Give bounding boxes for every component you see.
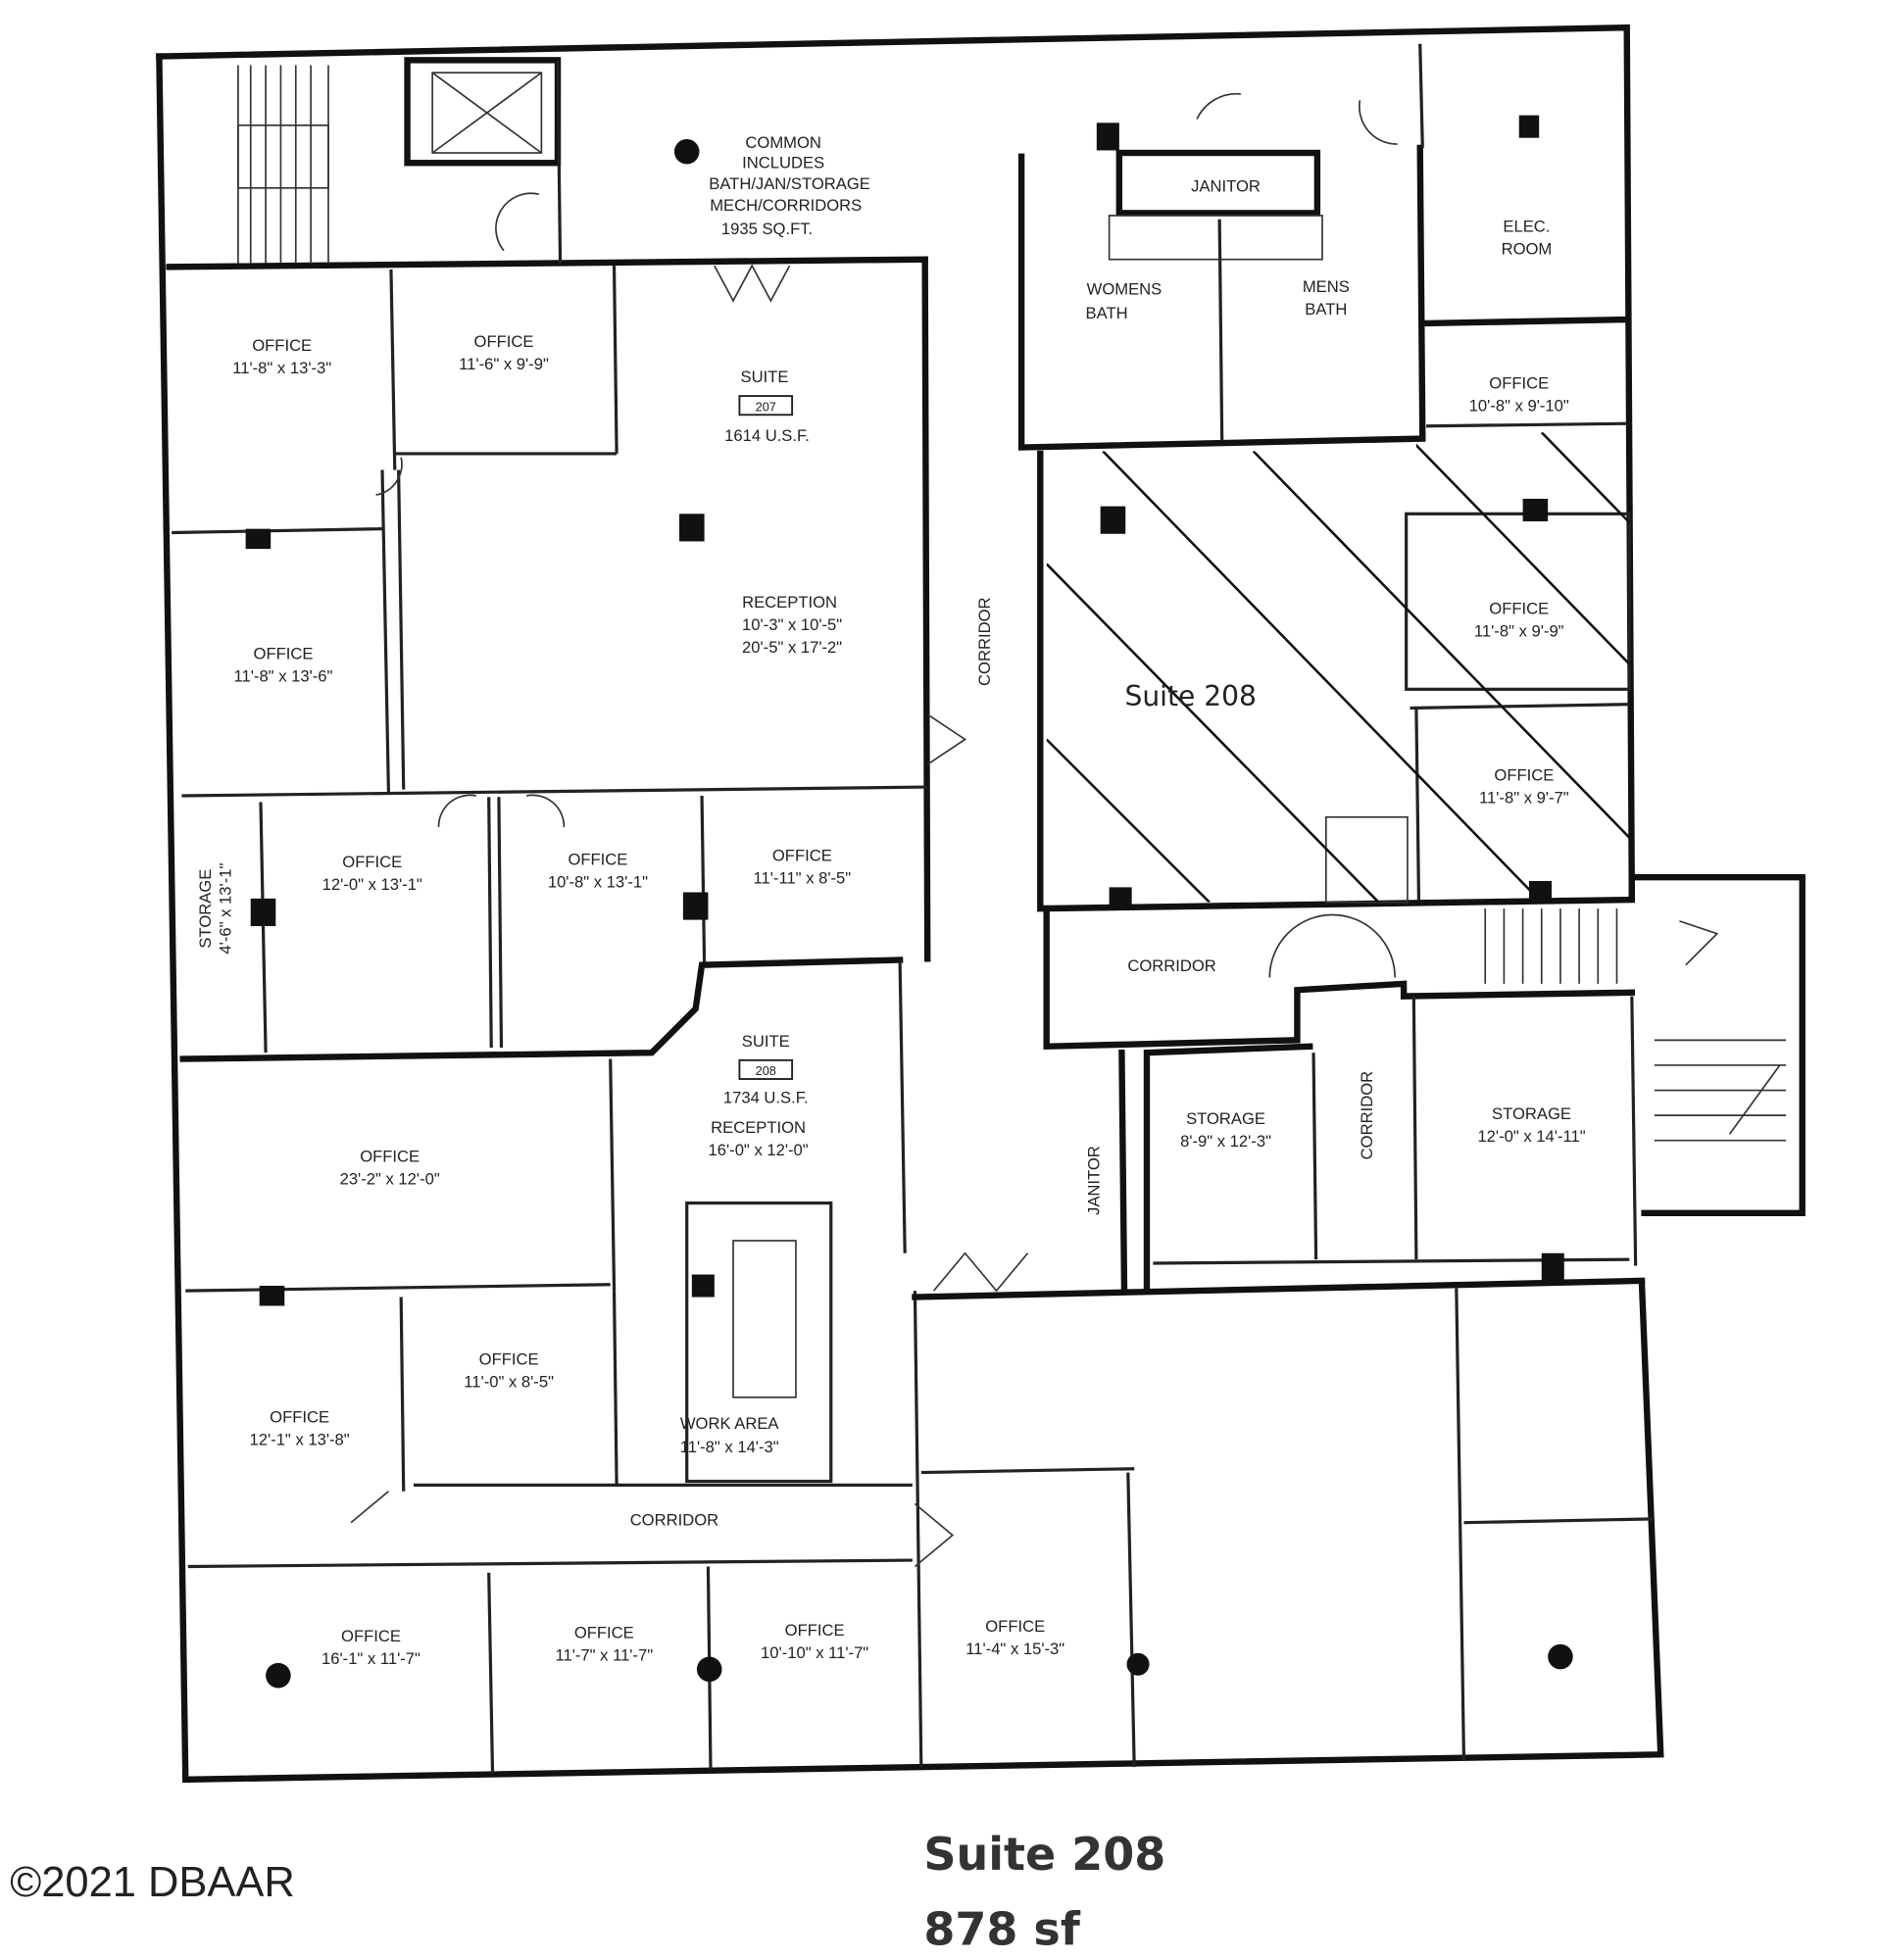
suite-208-number: 208	[756, 1063, 776, 1078]
corridor-label: CORRIDOR	[630, 1510, 718, 1529]
office-label: OFFICE	[342, 853, 402, 871]
copyright-text: ©2021 DBAAR	[10, 1859, 295, 1906]
common-label-4: MECH/CORRIDORS	[710, 196, 862, 215]
storage-dim: 8'-9" x 12'-3"	[1180, 1132, 1271, 1151]
office-dim: 11'-8" x 13'-3"	[232, 359, 331, 377]
janitor-label: JANITOR	[1084, 1146, 1103, 1215]
office-dim: 10'-8" x 13'-1"	[548, 872, 648, 891]
office-dim: 11'-0" x 8'-5"	[464, 1373, 554, 1392]
womens-bath-label: WOMENS	[1087, 280, 1163, 299]
office-dim: 11'-4" x 15'-3"	[965, 1640, 1064, 1658]
storage-dim: 12'-0" x 14'-11"	[1477, 1127, 1585, 1146]
office-label: OFFICE	[1489, 600, 1549, 618]
office-dim: 11'-8" x 13'-6"	[234, 667, 333, 686]
reception-dim: 10'-3" x 10'-5"	[742, 615, 842, 634]
room-labels: COMMON INCLUDES BATH/JAN/STORAGE MECH/CO…	[196, 133, 1586, 1668]
reception-label: RECEPTION	[711, 1118, 806, 1137]
elec-room-label: ROOM	[1502, 240, 1553, 259]
suite-208-label: SUITE	[742, 1032, 790, 1051]
office-label: OFFICE	[574, 1623, 634, 1642]
office-label: OFFICE	[474, 332, 534, 351]
office-dim: 23'-2" x 12'-0"	[340, 1169, 440, 1188]
caption-title: Suite 208	[923, 1828, 1165, 1881]
office-dim: 12'-1" x 13'-8"	[250, 1430, 350, 1448]
common-label-3: BATH/JAN/STORAGE	[709, 174, 870, 193]
office-dim: 10'-8" x 9'-10"	[1469, 396, 1569, 415]
reception-dim: 20'-5" x 17'-2"	[742, 638, 842, 657]
common-label-1: COMMON	[745, 133, 820, 152]
suite-208-hatching	[1046, 432, 1630, 903]
common-label-5: 1935 SQ.FT.	[721, 220, 813, 238]
office-dim: 11'-6" x 9'-9"	[459, 355, 549, 373]
work-area-label: WORK AREA	[680, 1414, 780, 1433]
common-area-label: COMMON INCLUDES BATH/JAN/STORAGE MECH/CO…	[709, 133, 870, 238]
office-dim: 11'-11" x 8'-5"	[754, 869, 852, 888]
office-label: OFFICE	[568, 850, 627, 868]
suite-208-overlay-label: Suite 208	[1125, 680, 1257, 712]
reception-dim: 16'-0" x 12'-0"	[709, 1141, 809, 1159]
caption-area: 878 sf	[923, 1903, 1080, 1956]
office-label: OFFICE	[772, 847, 832, 865]
office-dim: 10'-10" x 11'-7"	[761, 1643, 868, 1662]
office-label: OFFICE	[341, 1627, 401, 1645]
storage-label: STORAGE	[1492, 1104, 1571, 1123]
corridor-label: CORRIDOR	[975, 598, 994, 686]
elec-room-label: ELEC.	[1503, 218, 1550, 236]
suite-207-label: SUITE	[741, 368, 789, 386]
mens-bath-label: MENS	[1303, 277, 1350, 296]
office-dim: 11'-7" x 11'-7"	[555, 1645, 653, 1664]
stair-east	[1484, 908, 1787, 1142]
office-dim: 11'-8" x 9'-7"	[1479, 789, 1569, 808]
womens-bath-label: BATH	[1086, 304, 1128, 322]
stair-nw	[237, 65, 329, 264]
suite-207-number: 207	[756, 399, 776, 414]
interior-walls	[166, 43, 1787, 1774]
office-label: OFFICE	[785, 1621, 845, 1640]
janitor-label: JANITOR	[1191, 177, 1261, 196]
office-label: OFFICE	[1489, 373, 1549, 392]
storage-dim: 4'-6" x 13'-1"	[216, 863, 234, 955]
office-label: OFFICE	[479, 1350, 539, 1369]
office-dim: 11'-8" x 9'-9"	[1474, 622, 1564, 641]
storage-label: STORAGE	[196, 869, 215, 949]
columns	[245, 115, 1573, 1689]
office-label: OFFICE	[270, 1407, 329, 1426]
office-label: OFFICE	[1494, 766, 1554, 785]
office-dim: 12'-0" x 13'-1"	[322, 875, 422, 894]
office-label: OFFICE	[252, 336, 312, 355]
corridor-label: CORRIDOR	[1127, 956, 1215, 975]
common-label-2: INCLUDES	[742, 153, 824, 172]
office-label: OFFICE	[360, 1147, 420, 1165]
suite-207-area: 1614 U.S.F.	[724, 426, 810, 445]
work-area-dim: 11'-8" x 14'-3"	[680, 1438, 779, 1456]
office-dim: 16'-1" x 11'-7"	[322, 1649, 421, 1668]
corridor-label: CORRIDOR	[1358, 1071, 1376, 1159]
storage-label: STORAGE	[1186, 1109, 1265, 1128]
reception-label: RECEPTION	[742, 593, 837, 612]
office-label: OFFICE	[254, 645, 314, 663]
suite-208-area: 1734 U.S.F.	[723, 1088, 809, 1106]
office-label: OFFICE	[985, 1617, 1045, 1636]
mens-bath-label: BATH	[1305, 300, 1347, 318]
